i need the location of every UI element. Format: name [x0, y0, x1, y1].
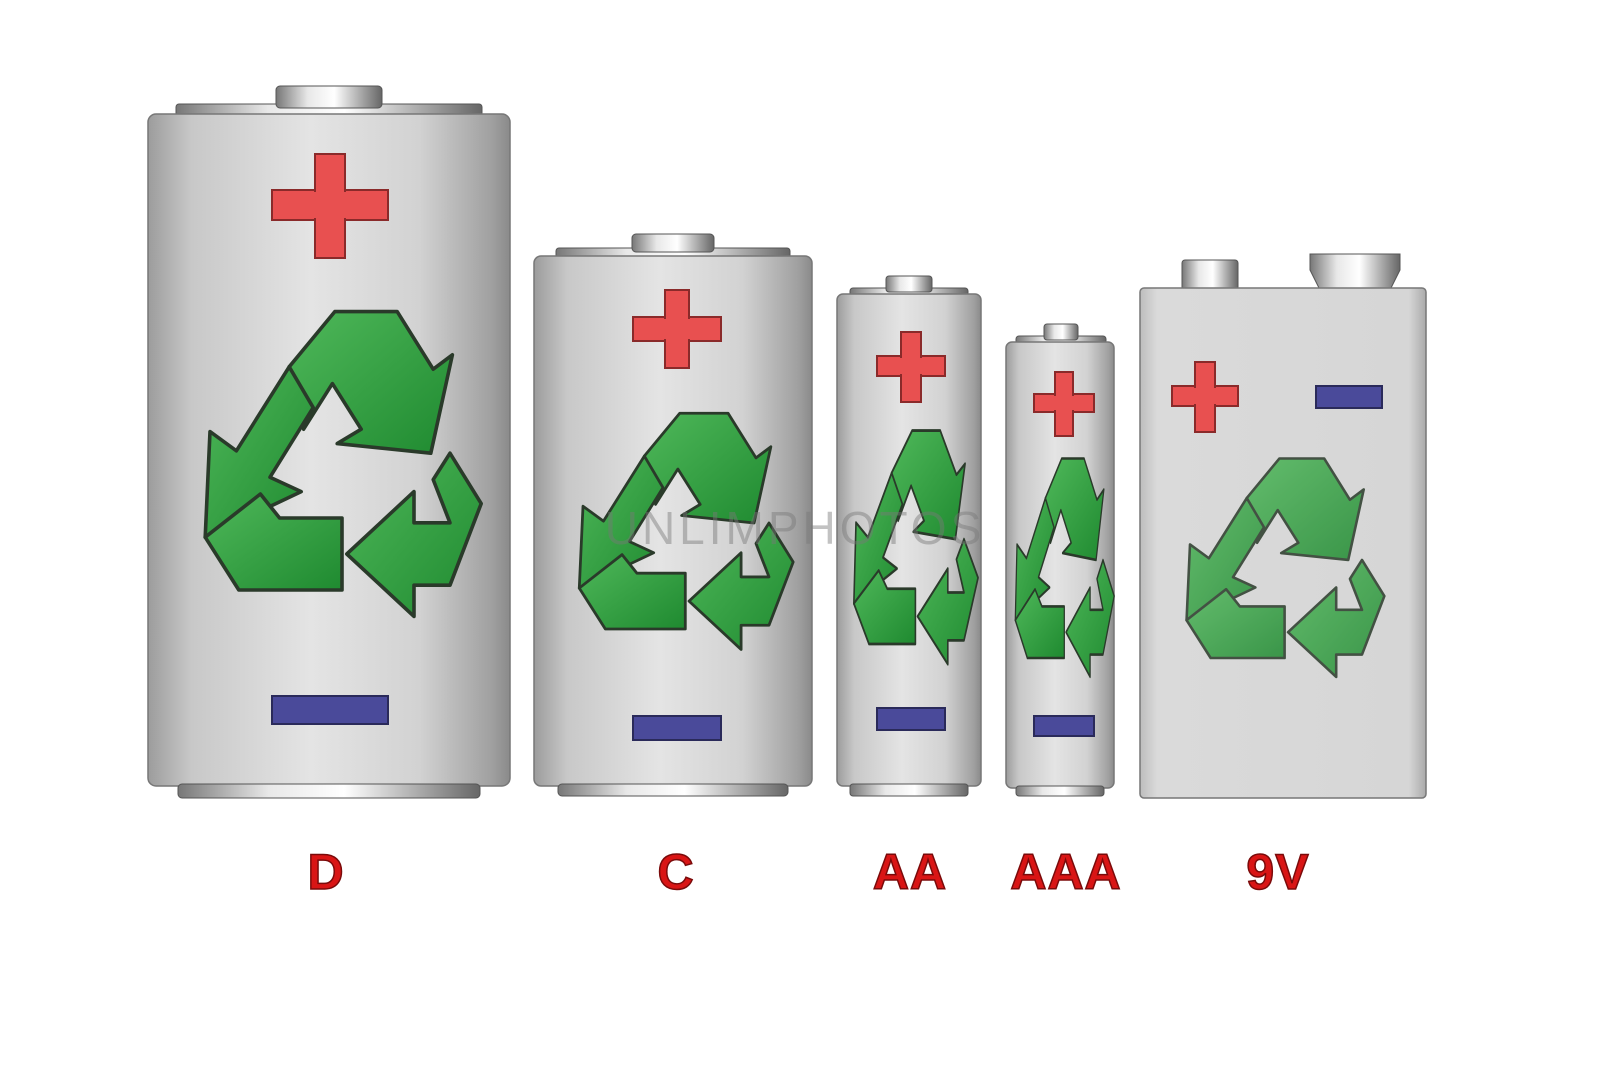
battery-9v — [1139, 253, 1427, 799]
minus-icon — [1033, 715, 1095, 737]
minus-icon — [1315, 385, 1383, 409]
plus-icon — [876, 331, 946, 403]
minus-icon — [876, 707, 946, 731]
label-c: C — [657, 843, 695, 901]
label-aaa: AAA — [1010, 843, 1122, 901]
battery-c — [533, 233, 813, 797]
battery-aaa — [1005, 323, 1116, 797]
label-aa: AA — [872, 843, 948, 901]
plus-icon — [632, 289, 722, 369]
minus-icon — [271, 695, 389, 725]
plus-icon — [1033, 371, 1095, 437]
plus-icon — [1171, 361, 1239, 433]
plus-icon — [271, 153, 389, 259]
label-9v: 9V — [1246, 843, 1310, 901]
label-d: D — [307, 843, 345, 901]
battery-aa — [836, 275, 982, 797]
minus-icon — [632, 715, 722, 741]
battery-d — [147, 85, 511, 799]
